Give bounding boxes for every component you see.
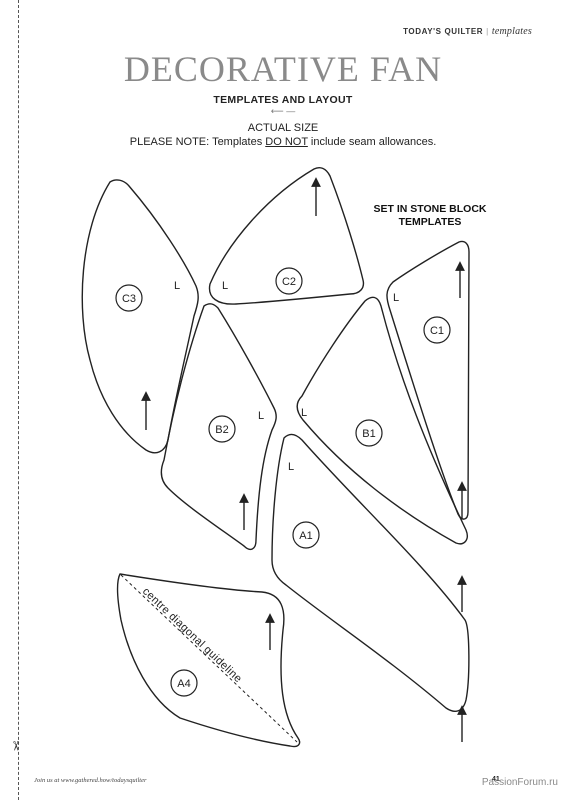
corner-mark-b2: L <box>258 410 264 422</box>
actual-size-label: ACTUAL SIZE <box>247 122 319 134</box>
corner-mark-b1: L <box>301 407 307 419</box>
corner-mark-c3: L <box>174 280 180 292</box>
label-circle-a1 <box>292 521 320 549</box>
piece-b2-outline <box>160 303 277 551</box>
page-number: 41 <box>492 776 500 783</box>
note-prefix: PLEASE NOTE: Templates <box>129 136 266 148</box>
divider-ornament: ⟵ — <box>270 106 296 116</box>
label-circle-b2 <box>208 415 236 443</box>
block-templates-label: SET IN STONE BLOCK TEMPLATES <box>360 203 500 229</box>
corner-mark-c1: L <box>393 292 399 304</box>
piece-label-b2: B2 <box>215 424 228 436</box>
label-circle-c3 <box>115 284 143 312</box>
page-title: DECORATIVE FAN <box>123 49 443 89</box>
label-circle-a4 <box>170 669 198 697</box>
seam-allowance-note: PLEASE NOTE: Templates DO NOT include se… <box>0 136 566 148</box>
centre-guideline <box>120 574 298 743</box>
masthead-separator: | <box>486 27 489 36</box>
piece-c1-outline <box>386 240 470 520</box>
label-circle-b1 <box>355 419 383 447</box>
piece-label-c2: C2 <box>282 276 296 288</box>
piece-label-c3: C3 <box>122 293 136 305</box>
note-emphasis: DO NOT <box>265 136 308 148</box>
masthead: TODAY'S QUILTER|templates <box>403 26 532 37</box>
block-label-line1: SET IN STONE BLOCK <box>373 203 487 215</box>
piece-label-a4: A4 <box>177 678 190 690</box>
piece-label-a1: A1 <box>299 530 312 542</box>
corner-mark-c2: L <box>222 280 228 292</box>
footer-website: Join us at www.gathered.how/todaysquilte… <box>34 777 147 784</box>
watermark: PassionForum.ru <box>481 777 558 788</box>
cut-line <box>18 0 19 800</box>
magazine-name: TODAY'S QUILTER <box>403 27 484 36</box>
piece-label-b1: B1 <box>362 428 375 440</box>
piece-label-c1: C1 <box>430 325 444 337</box>
page-subtitle: TEMPLATES AND LAYOUT <box>213 94 353 106</box>
guideline-label: centre diagonal guideline <box>140 585 244 685</box>
label-circle-c2 <box>275 267 303 295</box>
piece-b1-outline <box>296 296 468 545</box>
note-suffix: include seam allowances. <box>307 136 437 148</box>
corner-mark-a1: L <box>288 461 294 473</box>
piece-a1-outline <box>271 433 470 712</box>
label-circle-c1 <box>423 316 451 344</box>
piece-c2-outline <box>208 167 365 305</box>
section-name: templates <box>491 26 532 37</box>
piece-a4-outline <box>116 573 301 748</box>
piece-c3-outline <box>81 179 199 454</box>
block-label-line2: TEMPLATES <box>398 216 462 228</box>
